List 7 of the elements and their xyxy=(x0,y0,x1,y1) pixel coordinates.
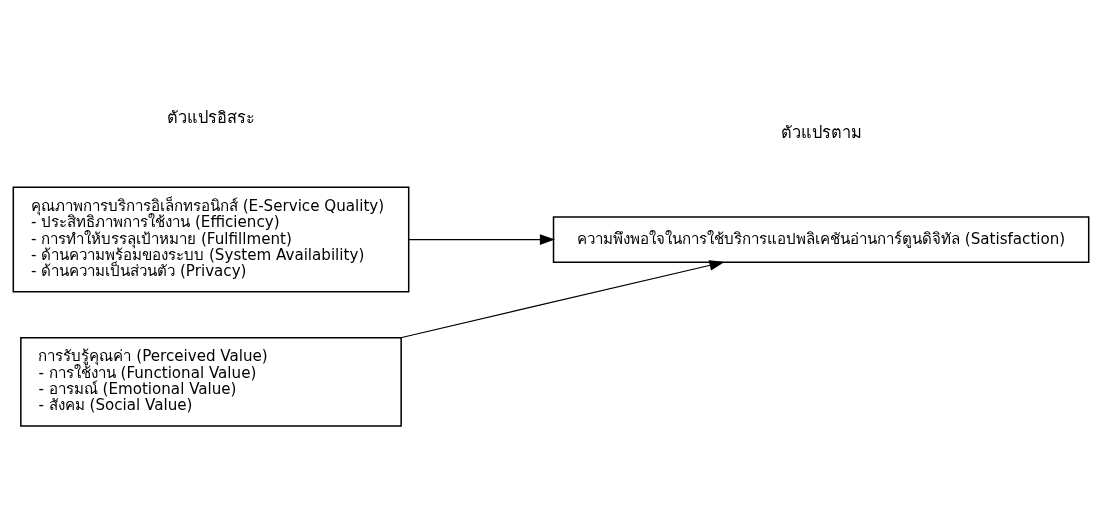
arrow xyxy=(408,234,555,245)
node-box: ความพึงพอใจในการใช้บริการแอปพลิเคชันอ่านการ์ตูนดิจิทัล (Satisfaction) xyxy=(552,216,1090,263)
node-box: คุณภาพการบริการอิเล็กทรอนิกส์ (E-Service Quality) - ประสิทธิภาพการใช้งาน (Efficiency) - การทำให้บรรลุเป้าหมาย (Fulfillment) - ด้านความพร้อมของระบบ (System Availability) - ด้านความเป็นส่วนตัว (Privacy) xyxy=(12,186,410,293)
label: ตัวแปรอิสระ xyxy=(167,107,255,127)
arrow xyxy=(400,260,725,339)
node-box: การรับรู้คุณค่า (Perceived Value) - การใช้งาน (Functional Value) - อารมณ์ (Emotional Value) - สังคม (Social Value) xyxy=(20,337,402,427)
label: ตัวแปรตาม xyxy=(780,123,862,143)
